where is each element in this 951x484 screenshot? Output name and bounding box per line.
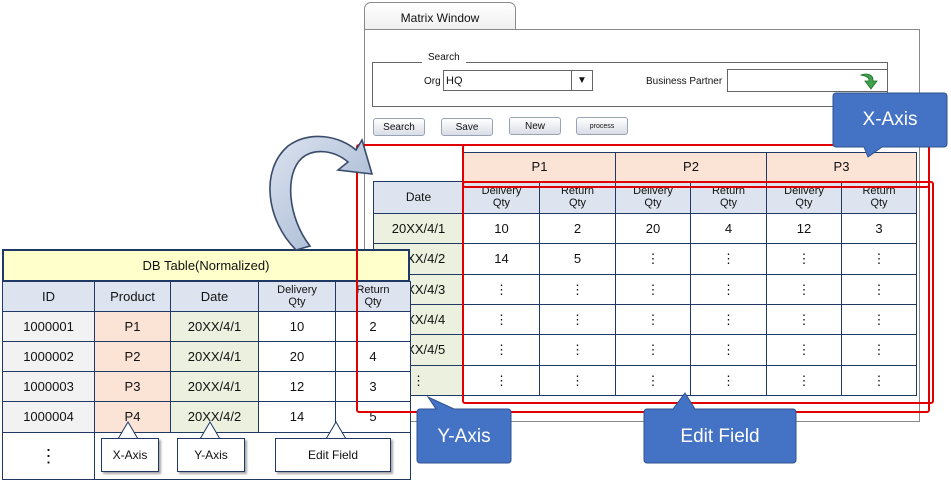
business-partner-label: Business Partner: [646, 76, 723, 87]
save-button[interactable]: Save: [441, 118, 493, 136]
edit-cell[interactable]: ⋮: [539, 334, 616, 366]
db-column-header: Date: [170, 281, 259, 312]
edit-field-highlight: [462, 181, 934, 404]
edit-cell[interactable]: ⋮: [690, 304, 767, 335]
edit-cell[interactable]: ⋮: [841, 365, 917, 396]
x-axis-callout: X-Axis: [862, 109, 918, 130]
edit-cell[interactable]: 3: [841, 213, 917, 244]
dropdown-arrow-icon[interactable]: ▼: [571, 71, 592, 90]
search-button[interactable]: Search: [373, 118, 425, 136]
curved-arrow-icon: [269, 135, 374, 251]
edit-cell[interactable]: ⋮: [690, 365, 767, 396]
date-cell: 20XX/4/1: [373, 213, 464, 244]
db-cell: 20XX/4/1: [170, 371, 259, 402]
edit-cell[interactable]: ⋮: [766, 334, 842, 366]
x-axis-highlight: [462, 144, 930, 188]
db-cell: 1000001: [2, 311, 95, 342]
db-cell: P2: [94, 341, 171, 372]
edit-cell[interactable]: 2: [539, 213, 616, 244]
search-legend: Search: [422, 52, 466, 63]
edit-field-callout: Edit Field: [680, 426, 760, 447]
db-edit-field-callout: Edit Field: [275, 438, 391, 472]
edit-callout-pointer: [325, 421, 347, 440]
db-cell-ellipsis: ⋮: [2, 432, 95, 480]
org-label: Org: [424, 76, 441, 87]
product-header: P2: [615, 152, 767, 182]
edit-cell[interactable]: ⋮: [539, 304, 616, 335]
edit-cell[interactable]: 14: [463, 243, 540, 275]
db-column-header: Delivery Qty: [258, 281, 336, 312]
org-select[interactable]: HQ ▼: [443, 70, 593, 91]
window-tab[interactable]: Matrix Window: [364, 2, 516, 32]
db-cell: 1000002: [2, 341, 95, 372]
db-cell: 20XX/4/1: [170, 311, 259, 342]
edit-cell[interactable]: ⋮: [539, 365, 616, 396]
edit-cell[interactable]: ⋮: [766, 365, 842, 396]
db-cell: 1000004: [2, 401, 95, 433]
edit-cell[interactable]: ⋮: [841, 274, 917, 305]
db-cell: P3: [94, 371, 171, 402]
small-callout-pointers: [117, 421, 221, 440]
new-button[interactable]: New: [509, 117, 561, 135]
db-cell: 20: [258, 341, 336, 372]
go-arrow-icon[interactable]: [858, 71, 880, 91]
edit-cell[interactable]: ⋮: [615, 243, 691, 275]
edit-cell[interactable]: 5: [539, 243, 616, 275]
db-x-axis-callout: X-Axis: [101, 438, 159, 472]
y-axis-callout: Y-Axis: [437, 426, 491, 447]
process-button[interactable]: process: [576, 117, 628, 135]
db-cell: 2: [335, 311, 411, 342]
edit-field-callout-shape: [643, 392, 797, 464]
business-partner-input[interactable]: [727, 69, 888, 92]
org-value: HQ: [446, 74, 463, 87]
db-cell: 20XX/4/1: [170, 341, 259, 372]
db-y-axis-callout: Y-Axis: [177, 438, 245, 472]
edit-cell[interactable]: ⋮: [690, 243, 767, 275]
db-column-header: ID: [2, 281, 95, 312]
x-axis-callout-shape: [832, 92, 948, 158]
db-column-header: Return Qty: [335, 281, 411, 312]
db-cell: 1000003: [2, 371, 95, 402]
db-cell: 12: [258, 371, 336, 402]
edit-cell[interactable]: ⋮: [463, 304, 540, 335]
y-axis-callout-shape: [416, 396, 512, 464]
db-cell: P1: [94, 311, 171, 342]
db-cell: 4: [335, 341, 411, 372]
edit-cell[interactable]: ⋮: [539, 274, 616, 305]
db-cell: 10: [258, 311, 336, 342]
edit-cell[interactable]: 12: [766, 213, 842, 244]
edit-cell[interactable]: ⋮: [766, 243, 842, 275]
edit-cell[interactable]: ⋮: [463, 274, 540, 305]
db-column-header: Product: [94, 281, 171, 312]
